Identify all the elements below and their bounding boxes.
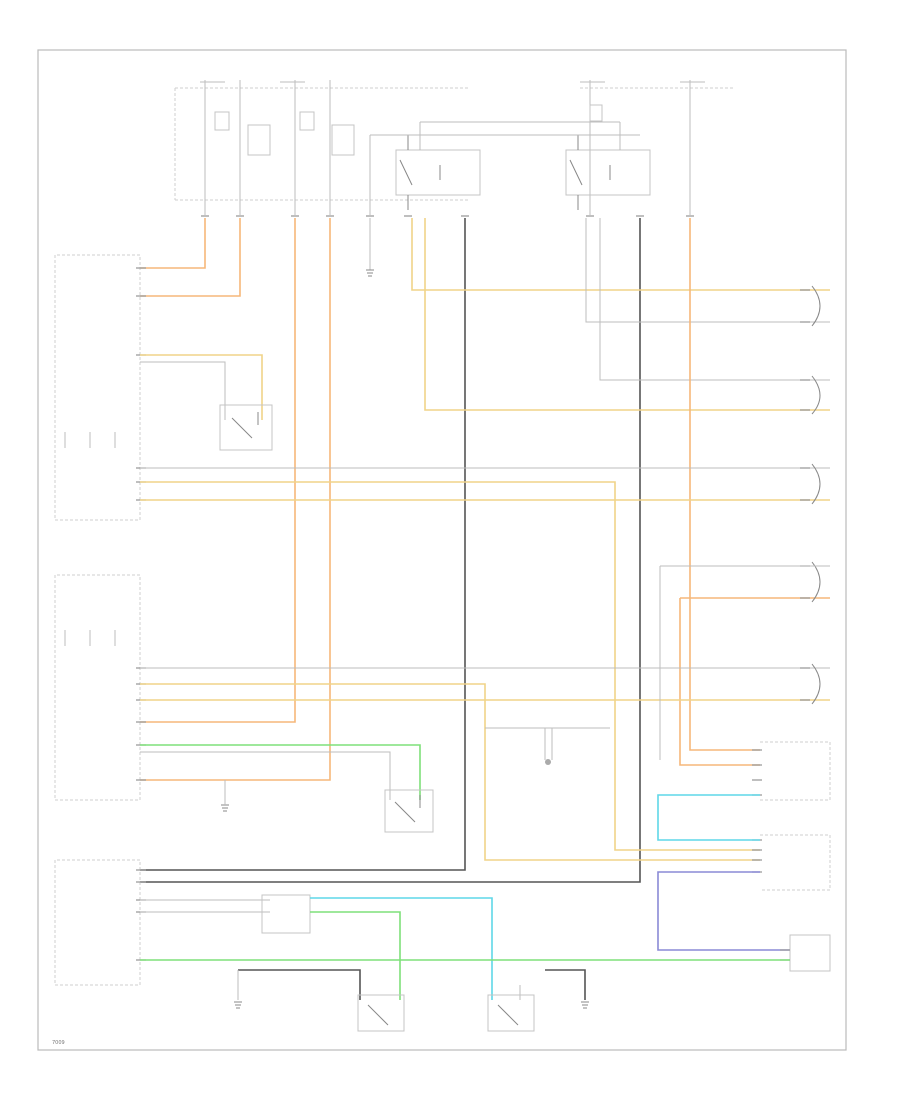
wire-blue-liftgate [657, 871, 790, 951]
wire-black-main [140, 218, 466, 871]
left-front-door-lock-actuator [800, 463, 821, 505]
wire-gray-right-ajar [140, 751, 391, 800]
door-lock-relay [395, 135, 481, 210]
wire-black-unlock [140, 218, 641, 883]
right-rear-door-lock-actuator [800, 375, 821, 415]
wire-yellow-left-1 [140, 481, 760, 851]
wire-green-bcm-ajar [310, 911, 401, 1000]
wire-orange-batt-2 [140, 218, 241, 297]
right-door-lock-switch [54, 574, 146, 801]
diagram-frame [37, 49, 847, 1051]
wire-yellow-right-1 [140, 683, 760, 861]
right-front-door-lock-actuator [800, 663, 821, 705]
wire-orange-liftgate [689, 218, 760, 751]
left-door-lock-switch [54, 254, 146, 521]
wire-orange-liftgate-2 [679, 597, 830, 766]
wire-gray-unlock-2 [599, 218, 830, 381]
liftgate-module [752, 741, 831, 891]
left-rear-door-ajar-switch [237, 969, 405, 1032]
right-rear-door-ajar-switch [487, 969, 586, 1032]
bcm-relay [261, 894, 311, 934]
right-door-ajar-switch [384, 789, 434, 833]
ground-splice [485, 727, 610, 765]
left-rear-door-lock-actuator [800, 285, 821, 327]
wire-yellow-lock-1 [411, 218, 830, 291]
wire-green-right-ajar [140, 744, 421, 800]
body-control-module [54, 859, 146, 986]
footer-code: 7009 [52, 1040, 65, 1046]
wire-yellow-lock-2 [424, 218, 830, 411]
ground-points [221, 269, 589, 1009]
wire-orange-batt-4 [140, 218, 331, 781]
wire-yellow-doorajar [140, 354, 263, 420]
wire-gray-doorajar [140, 361, 226, 420]
liftgate-lock-actuator [659, 561, 830, 760]
liftgate-connector [780, 934, 831, 972]
wire-cyan-liftgate [657, 794, 760, 841]
wire-orange-batt-1 [140, 218, 206, 269]
wire-cyan-bcm [310, 897, 493, 1000]
door-unlock-relay [565, 135, 651, 210]
wire-gray-unlock-1 [585, 218, 830, 323]
left-door-ajar-switch [219, 404, 273, 451]
fuse-block [174, 80, 735, 215]
wire-orange-batt-3 [140, 218, 296, 723]
